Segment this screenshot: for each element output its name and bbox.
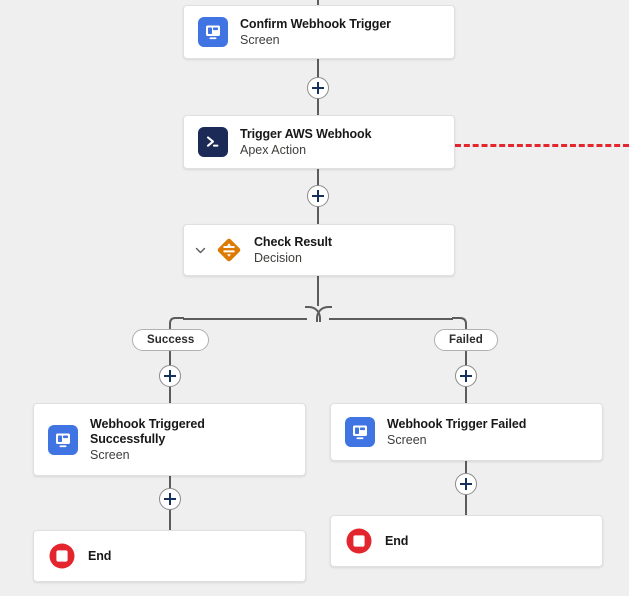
fault-connector [455,144,629,147]
connector-success-pill-to-plus [169,350,171,365]
connector-success-plus-to-screen [169,387,171,403]
add-element-button-after-confirm[interactable] [307,77,329,99]
node-title: End [385,533,409,548]
node-subtitle: Screen [90,447,130,462]
add-element-button-success-top[interactable] [159,365,181,387]
node-check-result-text: Check Result Decision [254,235,332,266]
branch-label-failed[interactable]: Failed [434,329,498,351]
connector-failed-pill-to-plus [465,350,467,365]
node-webhook-trigger-failed-text: Webhook Trigger Failed Screen [387,417,526,448]
node-webhook-triggered-successfully-text: Webhook Triggered Successfully Screen [90,417,240,463]
connector-decision-to-split [317,276,319,306]
node-confirm-webhook-trigger[interactable]: Confirm Webhook Trigger Screen [183,5,455,59]
screen-icon [345,417,375,447]
add-element-button-failed-bottom[interactable] [455,473,477,495]
node-trigger-aws-webhook-text: Trigger AWS Webhook Apex Action [240,126,372,158]
connector-split-curve-right [316,306,332,322]
node-subtitle: Apex Action [240,142,307,157]
node-title: Webhook Triggered Successfully [90,416,205,446]
node-webhook-trigger-failed[interactable]: Webhook Trigger Failed Screen [330,403,603,461]
node-subtitle: Screen [240,32,280,47]
branch-label-success[interactable]: Success [132,329,210,351]
chevron-down-icon[interactable] [192,242,208,258]
node-subtitle: Screen [387,432,427,447]
screen-icon [48,424,78,455]
node-title: End [88,548,112,563]
node-title: Webhook Trigger Failed [387,416,527,431]
end-icon [345,527,373,555]
branch-label-success-text: Success [147,334,195,346]
connector-branch-bar-left [183,318,307,320]
node-title: Trigger AWS Webhook [240,126,372,141]
node-title: Check Result [254,234,332,249]
add-element-button-after-apex[interactable] [307,185,329,207]
decision-icon [214,235,244,265]
branch-label-failed-text: Failed [449,334,483,346]
connector-failed-plus-to-end [465,495,467,515]
node-end-failed[interactable]: End [330,515,603,567]
apex-action-icon [198,127,228,157]
node-confirm-webhook-trigger-text: Confirm Webhook Trigger Screen [240,17,391,48]
connector-failed-screen-to-plus [465,461,467,473]
connector-branch-bar-right [329,318,453,320]
add-element-button-success-bottom[interactable] [159,488,181,510]
connector-failed-plus-to-screen [465,387,467,403]
node-webhook-triggered-successfully[interactable]: Webhook Triggered Successfully Screen [33,403,306,476]
node-subtitle: Decision [254,250,302,265]
node-trigger-aws-webhook[interactable]: Trigger AWS Webhook Apex Action [183,115,455,169]
node-check-result[interactable]: Check Result Decision [183,224,455,276]
connector-top-stub [317,0,319,6]
screen-icon [198,17,228,47]
connector-curve-failed [452,317,467,339]
connector-success-screen-to-plus [169,476,171,488]
connector-curve-success [169,317,184,339]
node-title: Confirm Webhook Trigger [240,16,391,31]
end-icon [48,542,76,570]
node-end-success-text: End [88,549,111,564]
add-element-button-failed-top[interactable] [455,365,477,387]
connector-success-plus-to-end [169,510,171,530]
node-end-failed-text: End [385,534,408,549]
node-end-success[interactable]: End [33,530,306,582]
